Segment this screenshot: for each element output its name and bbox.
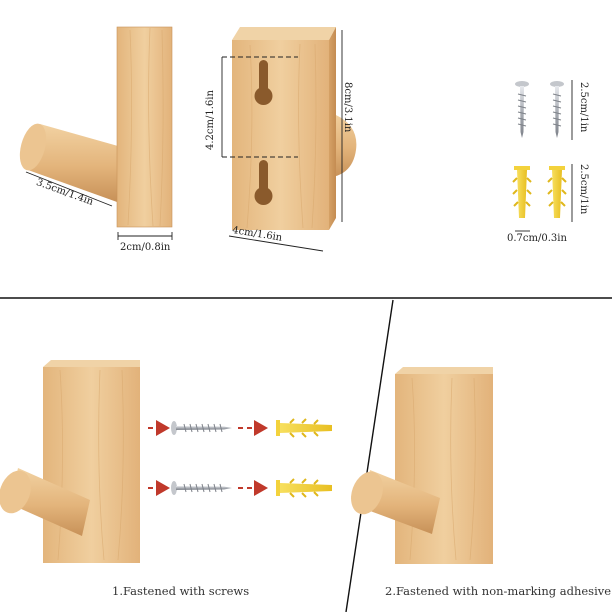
hook-with-adhesive: [351, 367, 493, 564]
anchor-horizontal: [276, 418, 332, 498]
hook-with-screws: [0, 360, 140, 563]
dimension-lines-hardware: [515, 80, 573, 232]
dimension-lines-side: [25, 171, 173, 240]
screw-length-label: 2.5cm/1in: [578, 82, 589, 133]
keyhole-slot: [254, 60, 273, 205]
wall-anchor-pair: [512, 166, 567, 218]
diagonal-divider: [345, 299, 394, 612]
width-front-label: 2cm/0.8in: [120, 242, 171, 253]
caption-adhesive: 2.Fastened with non-marking adhesive: [385, 584, 612, 598]
screw-pair: [515, 81, 564, 138]
height-label: 8cm/3.1in: [342, 82, 353, 133]
hook-side-view: [19, 26, 173, 228]
hook-back-view: [232, 27, 357, 230]
slot-spacing-label: 4.2cm/1.6in: [205, 90, 216, 150]
screw-horizontal: [171, 421, 232, 495]
screw-direction-arrows: [148, 420, 268, 496]
anchor-diameter-label: 0.7cm/0.3in: [507, 233, 567, 244]
dimension-lines-back: [221, 30, 343, 252]
anchor-length-label: 2.5cm/1in: [578, 164, 589, 215]
caption-screws: 1.Fastened with screws: [112, 584, 250, 598]
